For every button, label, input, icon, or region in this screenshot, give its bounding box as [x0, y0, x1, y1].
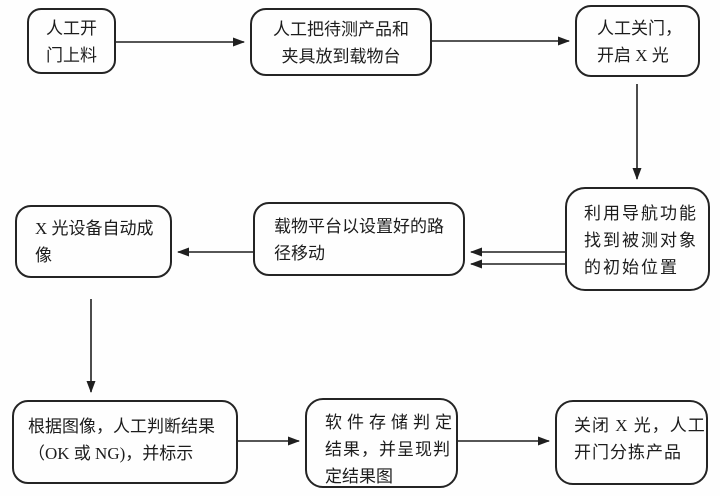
node-line: 结果，并呈现判 — [325, 440, 451, 459]
node-line: 门上料 — [46, 46, 97, 65]
node-line: 径移动 — [274, 244, 325, 263]
node-software-store-result: 软件存储判定 结果，并呈现判 定结果图 — [305, 398, 458, 488]
node-line: 人工开 — [46, 19, 97, 38]
node-xray-off-sort-product: 关闭 X 光，人工 开门分拣产品 — [555, 400, 708, 485]
node-manual-judge-result: 根据图像，人工判断结果 （OK 或 NG)，并标示 — [12, 400, 238, 484]
node-stage-moves-on-set-path: 载物平台以设置好的路 径移动 — [253, 202, 465, 276]
node-line: 根据图像，人工判断结果 — [28, 417, 215, 436]
node-line: 人工关门， — [597, 19, 682, 38]
node-line: 夹具放到载物台 — [281, 47, 401, 66]
node-line: 开门分拣产品 — [574, 443, 682, 462]
node-line: 的初始位置 — [584, 258, 679, 277]
node-line: （OK 或 NG)，并标示 — [28, 444, 194, 463]
node-line: 开启 X 光 — [597, 46, 669, 65]
node-line: 定结果图 — [325, 467, 393, 486]
node-line: 软件存储判定 — [325, 413, 457, 432]
node-line: 关闭 X 光，人工 — [574, 416, 706, 435]
node-xray-auto-imaging: X 光设备自动成 像 — [15, 205, 172, 278]
node-line: 载物平台以设置好的路 — [274, 217, 444, 236]
node-close-door-start-xray: 人工关门， 开启 X 光 — [575, 5, 700, 77]
node-line: 利用导航功能 — [584, 204, 698, 223]
node-navigate-to-initial-position: 利用导航功能 找到被测对象 的初始位置 — [565, 187, 710, 291]
node-line: X 光设备自动成 — [35, 219, 154, 238]
node-manual-open-door-load: 人工开 门上料 — [27, 8, 116, 74]
node-line: 人工把待测产品和 — [273, 20, 409, 39]
node-place-product-on-stage: 人工把待测产品和 夹具放到载物台 — [250, 8, 432, 76]
node-line: 像 — [35, 246, 52, 265]
node-line: 找到被测对象 — [584, 231, 698, 250]
